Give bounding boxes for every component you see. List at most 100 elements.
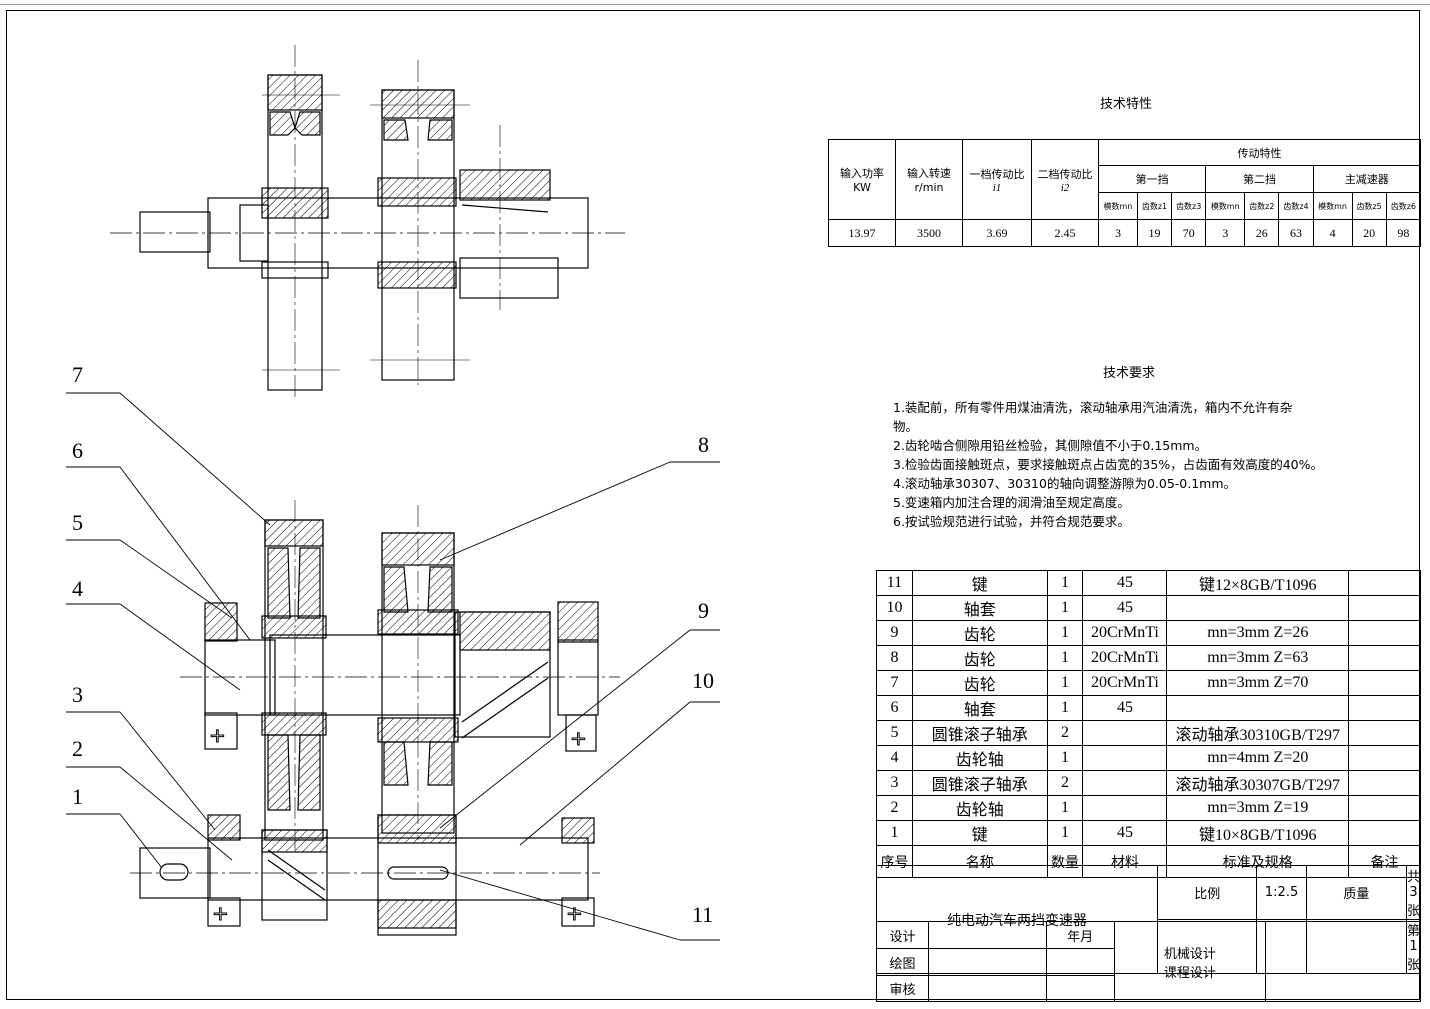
bom-cell-note — [1348, 570, 1421, 596]
sub-1: 齿数z1 — [1136, 192, 1173, 220]
sub-7: 齿数z5 — [1351, 192, 1387, 220]
val-m1: 3 — [1098, 219, 1138, 247]
bom-cell-name: 圆锥滚子轴承 — [911, 720, 1048, 746]
part-label-5: 5 — [72, 510, 83, 535]
bom-cell-mat: 45 — [1082, 820, 1168, 846]
bom-cell-note — [1348, 820, 1421, 846]
signature-block: 设计 年月 机械设计课程设计 绘图 审核 — [876, 921, 1421, 1002]
bom-cell-note — [1348, 695, 1421, 721]
h-gear2: 第二挡 — [1205, 165, 1314, 193]
req-5: 5.变速箱内加注合理的润滑油至规定高度。 — [893, 495, 1130, 510]
sub-5: 齿数z4 — [1278, 192, 1314, 220]
bom-cell-no: 6 — [876, 695, 913, 721]
bom-cell-std: 键12×8GB/T1096 — [1166, 570, 1350, 596]
sub-2: 齿数z3 — [1171, 192, 1207, 220]
bottom-view: + — [66, 392, 720, 941]
leader-lines — [66, 392, 720, 941]
req-2: 2.齿轮啮合侧隙用铅丝检验，其侧隙值不小于0.15mm。 — [893, 438, 1208, 453]
drawing-frame — [6, 10, 1420, 1000]
bom-cell-no: 1 — [876, 820, 913, 846]
bom-cell-name: 轴套 — [911, 695, 1048, 721]
sub-3: 模数mn — [1205, 192, 1246, 220]
svg-text:+: + — [212, 901, 229, 925]
sub-6: 模数mn — [1312, 192, 1353, 220]
req-3: 3.检验齿面接触斑点，要求接触斑点占齿宽的35%，占齿面有效高度的40%。 — [893, 457, 1323, 472]
bom-cell-no: 8 — [876, 645, 913, 671]
part-label-11: 11 — [692, 902, 714, 927]
tech-title: 技术特性 — [1100, 97, 1153, 112]
req-1: 1.装配前，所有零件用煤油清洗，滚动轴承用汽油清洗，箱内不允许有杂 — [893, 400, 1293, 415]
part-label-9: 9 — [698, 598, 709, 623]
requirements-list: 1.装配前，所有零件用煤油清洗，滚动轴承用汽油清洗，箱内不允许有杂 物。 2.齿… — [893, 398, 1323, 531]
val-z4: 63 — [1278, 219, 1314, 247]
part-label-7: 7 — [72, 362, 83, 387]
bom-cell-std: mn=4mm Z=20 — [1166, 745, 1350, 771]
date-label: 年月 — [1045, 921, 1115, 949]
bom-cell-name: 齿轮 — [911, 645, 1048, 671]
course-name: 机械设计课程设计 — [1113, 921, 1267, 1002]
draw-label: 绘图 — [876, 948, 929, 976]
sheets-total: 共3张 — [1405, 865, 1422, 920]
req-4: 4.滚动轴承30307、30310的轴向调整游隙为0.05-0.1mm。 — [893, 476, 1237, 491]
bom-cell-note — [1348, 770, 1421, 796]
bom-cell-std: 滚动轴承30307GB/T297 — [1166, 770, 1350, 796]
h-transmission: 传动特性 — [1098, 139, 1421, 166]
req-title: 技术要求 — [1103, 366, 1156, 381]
part-label-3: 3 — [72, 682, 83, 707]
bom-cell-name: 圆锥滚子轴承 — [911, 770, 1048, 796]
bom-cell-std: 滚动轴承30310GB/T297 — [1166, 720, 1350, 746]
bom-cell-mat: 45 — [1082, 695, 1168, 721]
bom-cell-std: 键10×8GB/T1096 — [1166, 820, 1350, 846]
part-label-1: 1 — [72, 784, 83, 809]
bom-cell-qty: 1 — [1046, 670, 1084, 696]
bom-cell-mat — [1082, 795, 1168, 821]
bom-cell-note — [1348, 670, 1421, 696]
bom-cell-qty: 1 — [1046, 595, 1084, 621]
bom-cell-mat: 20CrMnTi — [1082, 645, 1168, 671]
bom-cell-mat: 45 — [1082, 570, 1168, 596]
top-border-line — [0, 4, 1430, 5]
val-power: 13.97 — [828, 219, 896, 247]
val-z5: 20 — [1351, 219, 1387, 247]
bom-cell-name: 轴套 — [911, 595, 1048, 621]
bom-cell-no: 5 — [876, 720, 913, 746]
bom-cell-mat: 20CrMnTi — [1082, 670, 1168, 696]
req-1b: 物。 — [893, 419, 919, 434]
bom-cell-no: 2 — [876, 795, 913, 821]
svg-text:+: + — [209, 723, 226, 747]
design-label: 设计 — [876, 921, 929, 949]
bom-cell-std — [1166, 695, 1350, 721]
bom-cell-note — [1348, 645, 1421, 671]
part-label-6: 6 — [72, 438, 83, 463]
part-label-4: 4 — [72, 576, 83, 601]
val-z2: 26 — [1244, 219, 1280, 247]
val-m3: 4 — [1312, 219, 1353, 247]
h-gear1: 第一挡 — [1097, 165, 1207, 193]
bom-cell-qty: 1 — [1046, 745, 1084, 771]
part-label-10: 10 — [692, 668, 714, 693]
val-ratio2: 2.45 — [1031, 219, 1099, 247]
val-speed: 3500 — [895, 219, 963, 247]
bom-cell-no: 11 — [876, 570, 913, 596]
bom-cell-mat: 20CrMnTi — [1082, 620, 1168, 646]
scale-value: 1:2.5 — [1256, 865, 1307, 920]
bom-cell-qty: 2 — [1046, 720, 1084, 746]
bom-cell-qty: 1 — [1046, 820, 1084, 846]
bom-cell-no: 7 — [876, 670, 913, 696]
bom-cell-no: 10 — [876, 595, 913, 621]
bom-cell-std: mn=3mm Z=70 — [1166, 670, 1350, 696]
sub-8: 齿数z6 — [1385, 192, 1422, 220]
svg-text:+: + — [570, 726, 587, 750]
